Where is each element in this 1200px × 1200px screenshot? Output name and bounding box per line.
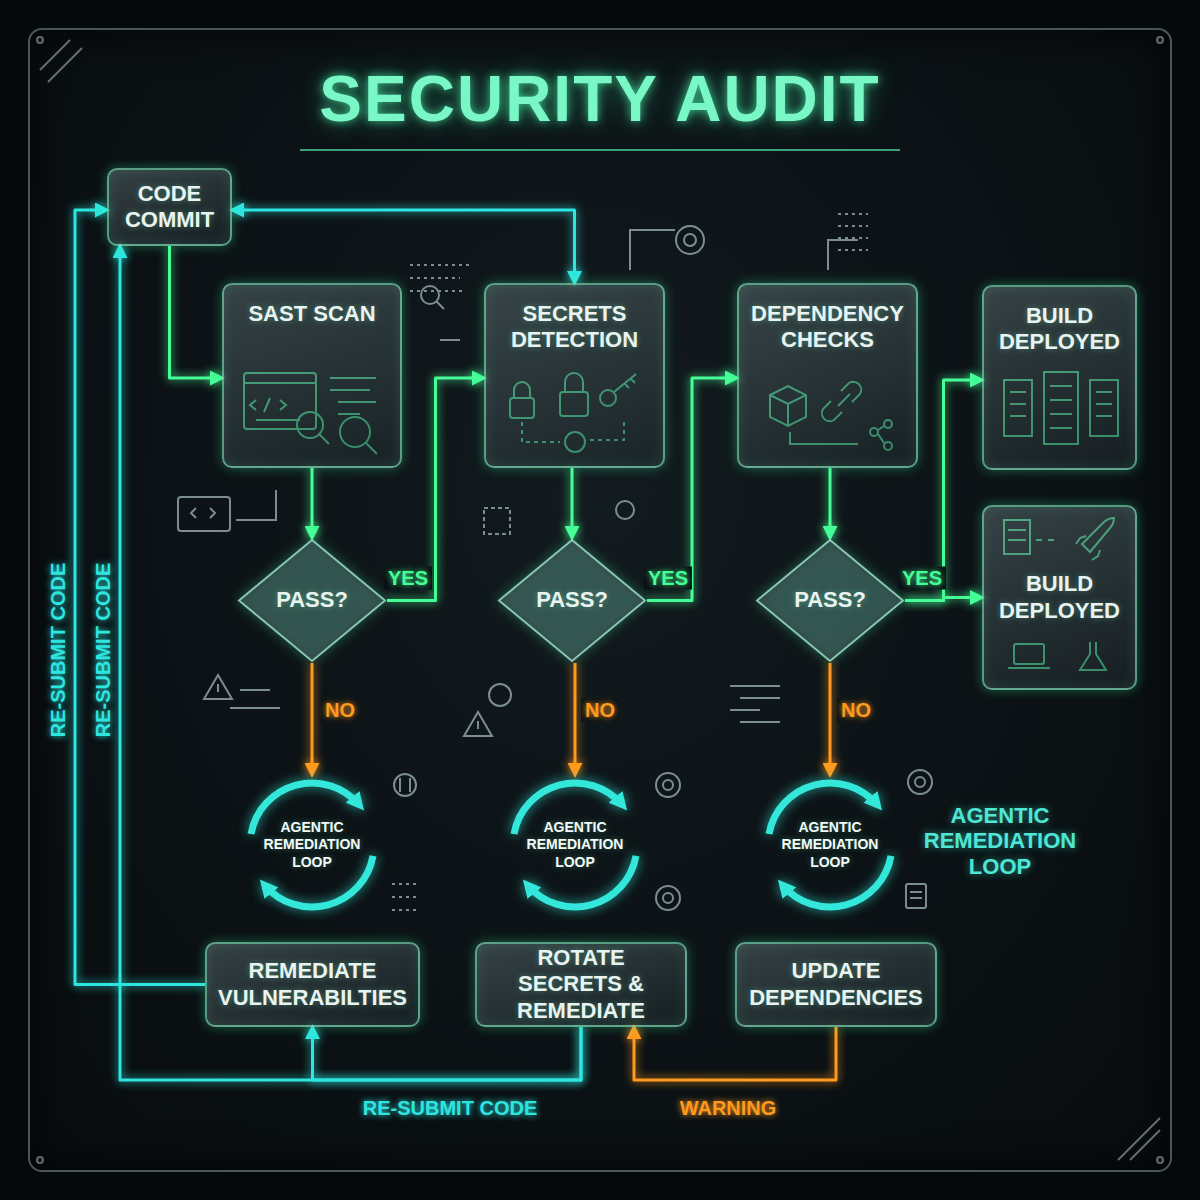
connector-arrow: [571, 468, 574, 538]
connector-arrow: [829, 468, 832, 538]
node-label: AGENTIC REMEDIATION LOOP: [772, 819, 888, 872]
connector-arrow: [313, 1027, 582, 1080]
node-label: DEPENDENCY CHECKS: [749, 301, 906, 354]
connector-arrow: [170, 246, 223, 378]
node-label: AGENTIC REMEDIATION LOOP: [517, 819, 633, 872]
process-box: UPDATE DEPENDENCIES: [735, 942, 937, 1027]
icons: [178, 214, 1118, 910]
remediation-loop: AGENTIC REMEDIATION LOOP: [242, 775, 382, 915]
node-label: PASS?: [794, 587, 866, 613]
node-label: BUILD DEPLOYED: [994, 571, 1125, 624]
diagram-title: SECURITY AUDIT: [100, 62, 1100, 136]
process-box: DEPENDENCY CHECKS: [737, 283, 918, 468]
connector-arrow: [75, 210, 205, 985]
remediation-loop: AGENTIC REMEDIATION LOOP: [505, 775, 645, 915]
node-label: ROTATE SECRETS & REMEDIATE: [487, 945, 675, 1024]
edge-label: YES: [898, 567, 946, 590]
edge-label: RE-SUBMIT CODE: [359, 1097, 541, 1120]
node-label: AGENTIC REMEDIATION LOOP: [254, 819, 370, 872]
process-box: REMEDIATE VULNERABILTIES: [205, 942, 420, 1027]
connector-arrow: [829, 663, 832, 775]
decision-diamond: PASS?: [237, 538, 387, 663]
connector-arrow: [905, 598, 982, 601]
process-box: CODE COMMIT: [107, 168, 232, 246]
process-box: ROTATE SECRETS & REMEDIATE: [475, 942, 687, 1027]
node-label: SAST SCAN: [234, 301, 390, 327]
connector-arrow: [232, 210, 575, 283]
remediation-loop: AGENTIC REMEDIATION LOOP: [760, 775, 900, 915]
edge-label: WARNING: [676, 1097, 781, 1120]
process-box: BUILD DEPLOYED: [982, 285, 1137, 470]
decision-diamond: PASS?: [755, 538, 905, 663]
node-label: UPDATE DEPENDENCIES: [747, 958, 925, 1011]
edge-label: YES: [644, 567, 692, 590]
edge-label: NO: [581, 699, 619, 722]
edge-label: NO: [321, 699, 359, 722]
node-label: REMEDIATE VULNERABILTIES: [217, 958, 408, 1011]
corner-marks: [37, 37, 1163, 1163]
connector-arrow: [634, 1027, 836, 1080]
node-label: PASS?: [276, 587, 348, 613]
connector-arrow: [574, 663, 577, 775]
edge-label: YES: [384, 567, 432, 590]
decision-diamond: PASS?: [497, 538, 647, 663]
node-label: SECRETS DETECTION: [496, 301, 653, 354]
process-box: BUILD DEPLOYED: [982, 505, 1137, 690]
process-box: SECRETS DETECTION: [484, 283, 665, 468]
edge-label: RE-SUBMIT CODE: [92, 559, 115, 741]
node-label: BUILD DEPLOYED: [994, 303, 1125, 356]
process-box: SAST SCAN: [222, 283, 402, 468]
connector-arrow: [311, 663, 314, 775]
side-label: AGENTIC REMEDIATION LOOP: [915, 803, 1085, 879]
connector-arrow: [311, 468, 314, 538]
node-label: PASS?: [536, 587, 608, 613]
edge-label: RE-SUBMIT CODE: [47, 559, 70, 741]
node-label: CODE COMMIT: [119, 181, 220, 234]
edge-label: NO: [837, 699, 875, 722]
